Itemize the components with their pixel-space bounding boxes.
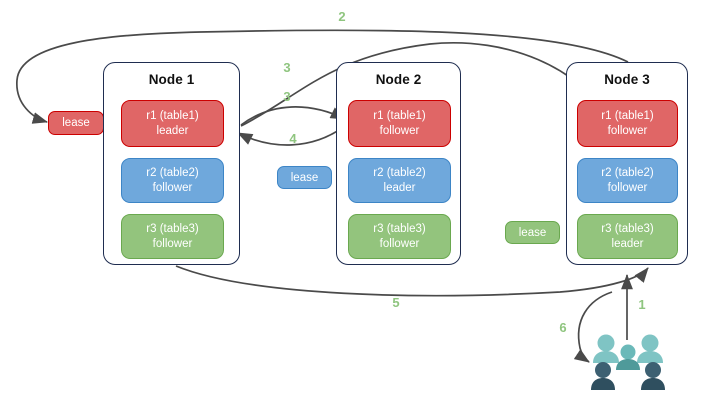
- node-title: Node 2: [375, 72, 422, 87]
- replica-name: r1 (table1): [373, 110, 426, 122]
- edge-label-2: 2: [338, 9, 346, 24]
- lease-badge-red[interactable]: lease: [48, 111, 104, 135]
- replica-r2[interactable]: r2 (table2) leader: [348, 158, 451, 203]
- replica-name: r3 (table3): [146, 223, 199, 235]
- replica-r1[interactable]: r1 (table1) follower: [577, 100, 678, 147]
- replica-name: r3 (table3): [601, 223, 654, 235]
- replica-role: follower: [152, 181, 193, 194]
- edge-label-6: 6: [559, 320, 567, 335]
- people-group-icon: [591, 334, 665, 390]
- node-title: Node 3: [604, 72, 650, 87]
- lease-badge-blue[interactable]: lease: [277, 166, 332, 189]
- replica-role: follower: [379, 237, 420, 250]
- replica-r1[interactable]: r1 (table1) leader: [121, 100, 224, 147]
- replica-r2[interactable]: r2 (table2) follower: [577, 158, 678, 203]
- edge-label-3-lower: 3: [283, 89, 291, 104]
- replica-role: follower: [152, 237, 193, 250]
- replica-role: follower: [607, 181, 648, 194]
- replica-role: follower: [379, 124, 420, 137]
- edge-label-5: 5: [392, 295, 400, 310]
- lease-badge-green[interactable]: lease: [505, 221, 560, 244]
- lease-label: lease: [290, 171, 319, 184]
- lease-label: lease: [62, 117, 90, 129]
- replica-role: leader: [156, 124, 189, 137]
- replica-role: follower: [607, 124, 648, 137]
- replica-name: r1 (table1): [601, 110, 654, 122]
- replica-r1[interactable]: r1 (table1) follower: [348, 100, 451, 147]
- node-container-2[interactable]: Node 2 r1 (table1) follower r2 (table2) …: [336, 62, 461, 265]
- replica-name: r1 (table1): [146, 110, 199, 122]
- replica-name: r2 (table2): [146, 167, 199, 179]
- edge-label-4: 4: [289, 131, 297, 146]
- replica-name: r3 (table3): [373, 223, 426, 235]
- node-title: Node 1: [148, 72, 195, 87]
- edge-label-1: 1: [638, 297, 646, 312]
- replica-r3[interactable]: r3 (table3) follower: [348, 214, 451, 259]
- replica-r3[interactable]: r3 (table3) leader: [577, 214, 678, 259]
- replica-r2[interactable]: r2 (table2) follower: [121, 158, 224, 203]
- replica-role: leader: [383, 181, 416, 194]
- replica-r3[interactable]: r3 (table3) follower: [121, 214, 224, 259]
- edge-5-path: [175, 265, 649, 297]
- replica-name: r2 (table2): [601, 167, 654, 179]
- replica-role: leader: [611, 237, 644, 250]
- lease-label: lease: [518, 226, 547, 239]
- node-container-1[interactable]: Node 1 r1 (table1) leader r2 (table2) fo…: [103, 62, 240, 265]
- edge-3-lower-path: [240, 106, 346, 126]
- edge-label-3-upper: 3: [283, 60, 291, 75]
- node-container-3[interactable]: Node 3 r1 (table1) follower r2 (table2) …: [566, 62, 688, 265]
- replica-name: r2 (table2): [373, 167, 426, 179]
